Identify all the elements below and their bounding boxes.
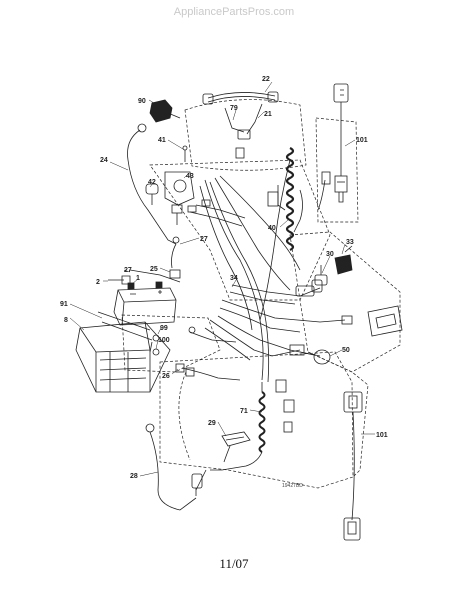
- callout-28: 28: [130, 473, 138, 480]
- callout-21: 21: [264, 111, 272, 118]
- callout-29: 29: [208, 420, 216, 427]
- cable-26: [175, 326, 241, 381]
- battery-tray-8: [75, 321, 171, 393]
- connector-30: [314, 265, 328, 286]
- callout-91: 91: [60, 301, 68, 308]
- connector-lower-1: [275, 379, 287, 393]
- coil-40: [285, 147, 295, 251]
- connector-assembly-22: [202, 91, 279, 159]
- callout-50: 50: [342, 347, 350, 354]
- callout-79: 79: [230, 105, 238, 112]
- cable-25: [129, 236, 181, 283]
- leader-lines: [69, 81, 375, 477]
- date-code: 11/07: [219, 556, 249, 571]
- callout-101-bottom: 101: [376, 432, 388, 439]
- callout-71: 71: [240, 408, 248, 415]
- switch-90: [149, 99, 181, 123]
- bulb-50: [299, 349, 331, 365]
- cable-24: [127, 129, 177, 245]
- module-right: [367, 305, 403, 337]
- dashed-outlines: [121, 99, 401, 489]
- cable-28: [145, 423, 207, 511]
- harness-101-top: [333, 83, 349, 203]
- callout-22: 22: [262, 76, 270, 83]
- callout-43: 43: [186, 173, 194, 180]
- solenoid-43: [145, 145, 195, 225]
- battery-1: [113, 281, 177, 326]
- callout-101-top: 101: [356, 137, 368, 144]
- callout-labels: 22 79 21 90 101 41 43 24 42 40 33 27 30 …: [60, 76, 388, 489]
- coil-71: [258, 391, 266, 453]
- callout-8: 8: [64, 317, 68, 324]
- connector-lower-2: [283, 399, 295, 413]
- callout-27-lower: 27: [124, 267, 132, 274]
- callout-33: 33: [346, 239, 354, 246]
- callout-34: 34: [230, 275, 238, 282]
- callout-42: 42: [148, 179, 156, 186]
- callout-40: 40: [268, 225, 276, 232]
- callout-26: 26: [162, 373, 170, 380]
- bolt-2: [108, 275, 131, 285]
- callout-99: 99: [160, 325, 168, 332]
- callout-25: 25: [150, 266, 158, 273]
- callout-30: 30: [326, 251, 334, 258]
- main-harness: [187, 159, 353, 383]
- watermark: AppliancePartsPros.com: [173, 6, 295, 18]
- drawing-number: 19427BD: [282, 483, 303, 489]
- component-33: [334, 245, 353, 275]
- hold-down-91: [97, 311, 153, 341]
- callout-27-upper: 27: [200, 236, 208, 243]
- connector-lower-3: [283, 421, 293, 433]
- callout-41: 41: [158, 137, 166, 144]
- connector-29: [221, 431, 251, 463]
- callout-90: 90: [138, 98, 146, 105]
- harness-101-bottom: [343, 391, 363, 541]
- callout-2: 2: [96, 279, 100, 286]
- callout-1: 1: [136, 275, 140, 282]
- callout-100: 100: [158, 337, 170, 344]
- callout-24: 24: [100, 157, 108, 164]
